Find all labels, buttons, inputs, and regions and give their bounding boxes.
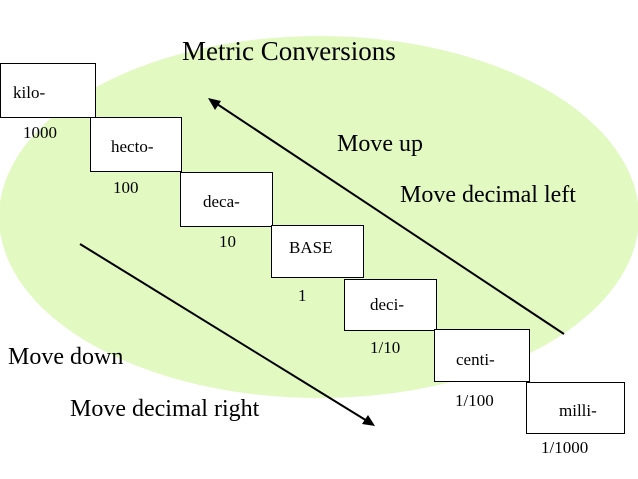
prefix-label-centi: centi- <box>456 350 495 369</box>
down-arrow <box>79 243 375 426</box>
prefix-label-hecto: hecto- <box>111 137 154 156</box>
move-decimal-left-label: Move decimal left <box>400 182 576 208</box>
prefix-box-deca: deca- <box>180 172 273 227</box>
prefix-label-milli: milli- <box>559 401 597 420</box>
prefix-box-centi: centi- <box>434 329 530 382</box>
move-decimal-right-label: Move decimal right <box>70 396 260 422</box>
move-up-label: Move up <box>337 131 423 157</box>
prefix-label-base: BASE <box>289 238 333 257</box>
prefix-value-centi: 1/100 <box>455 391 494 410</box>
prefix-box-milli: milli- <box>526 382 625 434</box>
prefix-value-hecto: 100 <box>113 178 139 197</box>
prefix-box-kilo: kilo- <box>0 63 96 118</box>
prefix-box-base: BASE <box>271 225 364 278</box>
prefix-label-kilo: kilo- <box>13 83 46 102</box>
up-arrow <box>208 98 565 335</box>
prefix-value-milli: 1/1000 <box>541 438 589 457</box>
prefix-value-deca: 10 <box>219 232 236 251</box>
prefix-value-base: 1 <box>298 286 307 305</box>
diagram-title: Metric Conversions <box>182 36 396 66</box>
prefix-box-deci: deci- <box>344 279 437 331</box>
prefix-label-deca: deca- <box>203 192 240 211</box>
prefix-value-kilo: 1000 <box>23 123 57 142</box>
move-down-label: Move down <box>8 344 124 370</box>
prefix-value-deci: 1/10 <box>370 338 401 357</box>
prefix-box-hecto: hecto- <box>90 117 182 172</box>
prefix-label-deci: deci- <box>370 295 404 314</box>
